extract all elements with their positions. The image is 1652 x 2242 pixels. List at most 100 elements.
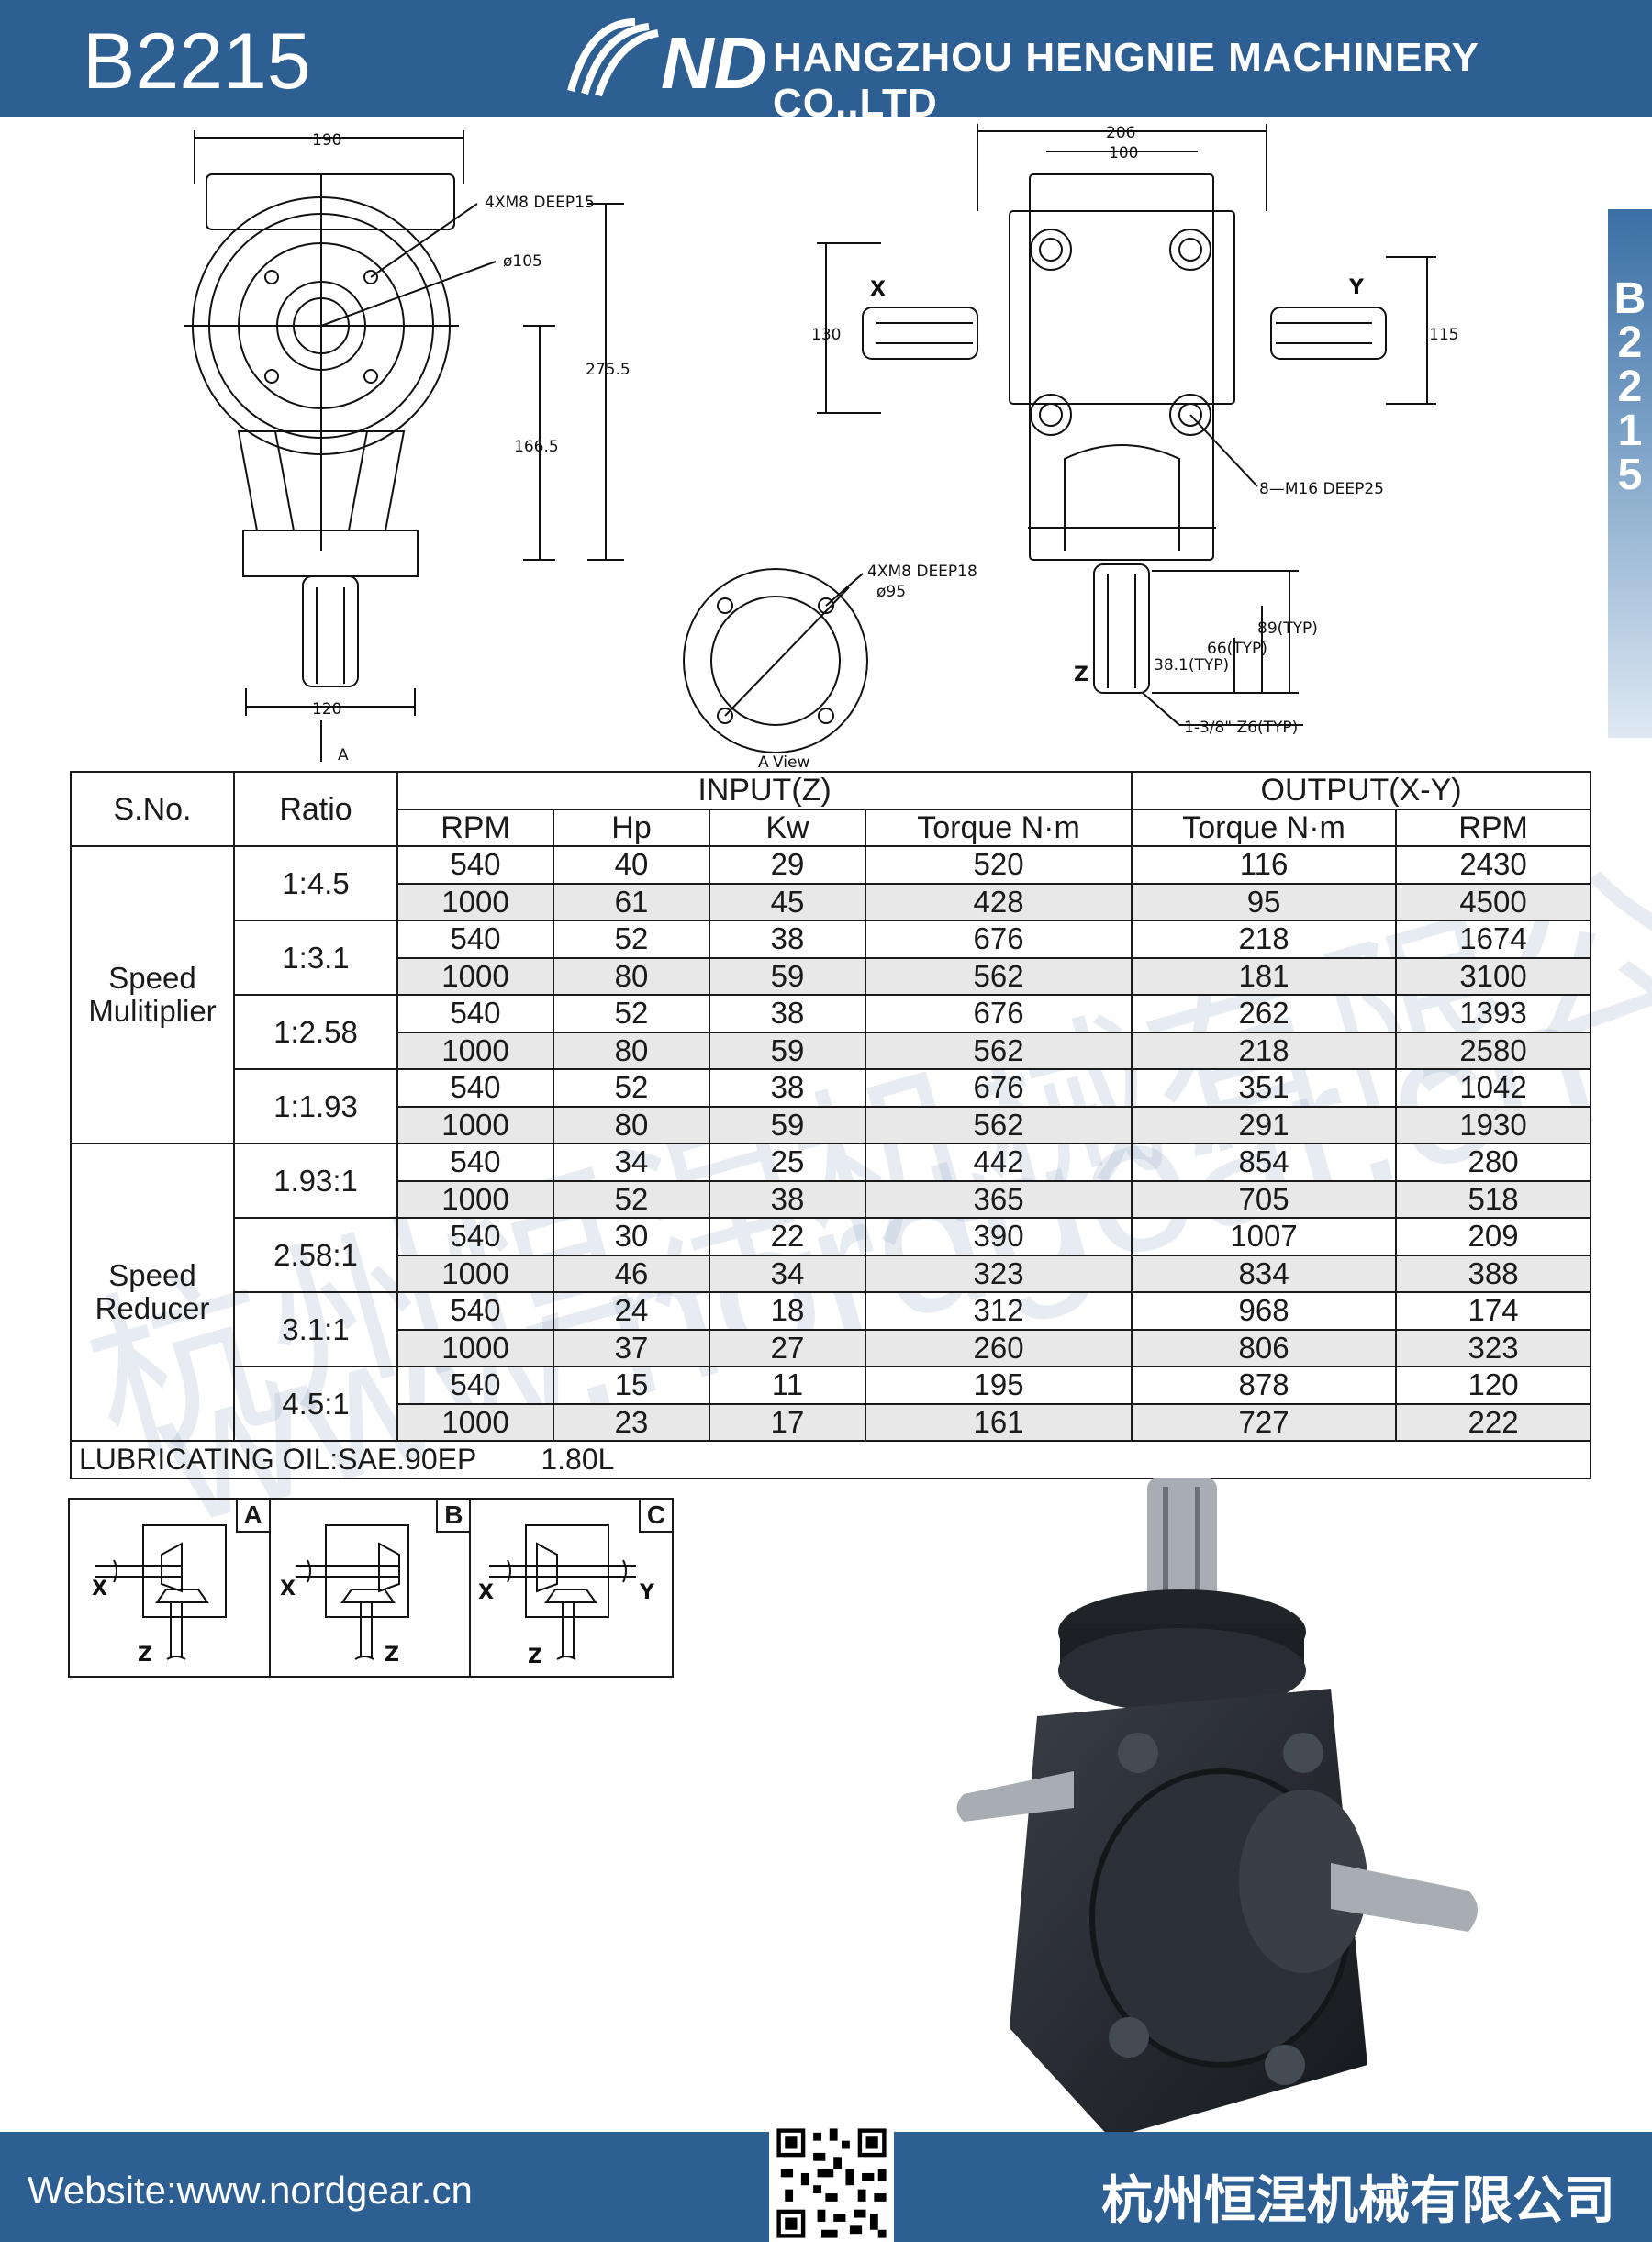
- cell-rpmout: 222: [1395, 1402, 1592, 1442]
- cell-tin: 428: [864, 882, 1133, 921]
- side-shaft-spec: 1-3/8" Z6(TYP): [1184, 719, 1298, 737]
- gearbox-photo: [956, 1478, 1478, 2138]
- cell-rpm: 1000: [396, 1328, 554, 1367]
- cell-kw: 18: [709, 1291, 866, 1331]
- cell-tout: 968: [1131, 1291, 1398, 1331]
- side-dim-left: 130: [811, 326, 841, 344]
- cell-tin: 442: [864, 1143, 1133, 1182]
- lubrication-text: LUBRICATING OIL:SAE.90EP: [79, 1443, 477, 1477]
- side-dim-89: 89(TYP): [1257, 619, 1318, 638]
- cell-rpm: 1000: [396, 1031, 554, 1070]
- group-cell: Speed Mulitiplier: [70, 845, 235, 1144]
- cell-rpmout: 280: [1395, 1143, 1592, 1182]
- cell-kw: 34: [709, 1254, 866, 1293]
- shaft-left: [956, 1771, 1074, 1822]
- layout-a-diagram: X Z: [92, 1524, 227, 1667]
- cell-rpm: 540: [396, 1068, 554, 1108]
- side-dim-inner: 100: [1109, 144, 1138, 162]
- cell-rpmout: 388: [1395, 1254, 1592, 1293]
- cell-hp: 23: [553, 1402, 710, 1442]
- header-hp: Hp: [553, 808, 710, 847]
- cell-rpmout: 518: [1395, 1179, 1592, 1219]
- company-name: HANGZHOU HENGNIE MACHINERY CO.,LTD: [773, 35, 1479, 126]
- cell-rpmout: 4500: [1395, 882, 1592, 921]
- side-tab-text: B2215: [1613, 274, 1646, 499]
- aview-callout-dia: ø95: [876, 583, 906, 601]
- cell-hp: 61: [553, 882, 710, 921]
- cell-hp: 46: [553, 1254, 710, 1293]
- cell-rpmout: 120: [1395, 1366, 1592, 1405]
- layout-label-z: Z: [385, 1644, 399, 1667]
- cell-rpmout: 2430: [1395, 845, 1592, 885]
- group-cell: Speed Reducer: [70, 1143, 235, 1442]
- qr-code-icon: [769, 2121, 894, 2242]
- front-callout-dia: ø105: [503, 252, 542, 271]
- aview-callout-holes: 4XM8 DEEP18: [867, 563, 977, 581]
- logo-text: ND: [661, 22, 767, 104]
- layout-label-z: Z: [528, 1645, 542, 1668]
- side-dim-total: 206: [1106, 124, 1135, 142]
- cell-tout: 727: [1131, 1402, 1398, 1442]
- cell-kw: 25: [709, 1143, 866, 1182]
- cell-kw: 22: [709, 1217, 866, 1256]
- cell-kw: 38: [709, 920, 866, 959]
- layout-label-x: X: [92, 1578, 107, 1601]
- cell-hp: 52: [553, 1068, 710, 1108]
- cell-tin: 195: [864, 1366, 1133, 1405]
- page-header: B2215 ND HANGZHOU HENGNIE MACHINERY CO.,…: [0, 0, 1652, 126]
- cell-tout: 181: [1131, 956, 1398, 996]
- layout-label-x: X: [280, 1578, 296, 1601]
- header-torque-out: Torque N·m: [1131, 808, 1398, 847]
- header-input: INPUT(Z): [396, 771, 1133, 810]
- company-logo: ND: [567, 18, 767, 104]
- cell-rpm: 1000: [396, 1179, 554, 1219]
- cell-hp: 34: [553, 1143, 710, 1182]
- cell-rpmout: 323: [1395, 1328, 1592, 1367]
- header-sno: S.No.: [70, 771, 235, 847]
- cell-tin: 365: [864, 1179, 1133, 1219]
- cell-tout: 1007: [1131, 1217, 1398, 1256]
- header-rpm-out: RPM: [1395, 808, 1592, 847]
- cell-rpmout: 174: [1395, 1291, 1592, 1331]
- cell-rpm: 540: [396, 920, 554, 959]
- cell-tout: 218: [1131, 1031, 1398, 1070]
- layout-label-x: X: [478, 1581, 494, 1604]
- layout-b: B X Z: [271, 1500, 472, 1676]
- cell-tout: 291: [1131, 1105, 1398, 1144]
- side-dim-38: 38.1(TYP): [1154, 656, 1229, 675]
- header-torque-in: Torque N·m: [864, 808, 1133, 847]
- specification-table: S.No. Ratio INPUT(Z) OUTPUT(X-Y) RPM Hp …: [69, 771, 1592, 1479]
- cell-tout: 878: [1131, 1366, 1398, 1405]
- cell-rpmout: 3100: [1395, 956, 1592, 996]
- cell-tin: 676: [864, 994, 1133, 1033]
- layout-tag: B: [436, 1500, 470, 1533]
- cell-tout: 116: [1131, 845, 1398, 885]
- cell-kw: 11: [709, 1366, 866, 1405]
- layout-c-diagram: X Y Z: [478, 1524, 655, 1668]
- ratio-cell: 1.93:1: [233, 1143, 398, 1219]
- front-dim-shaft: 166.5: [514, 438, 559, 456]
- cell-rpm: 1000: [396, 1105, 554, 1144]
- cell-hp: 52: [553, 994, 710, 1033]
- cell-rpm: 540: [396, 1366, 554, 1405]
- cell-tin: 520: [864, 845, 1133, 885]
- layout-b-diagram: X Z: [280, 1524, 409, 1667]
- header-ratio: Ratio: [233, 771, 398, 847]
- cell-hp: 52: [553, 1179, 710, 1219]
- website-text: Website:www.nordgear.cn: [28, 2169, 473, 2212]
- technical-drawings: 190 4XM8 DEEP15 ø105 275.5 166.5 120 A 2…: [184, 124, 1458, 771]
- cell-rpm: 540: [396, 845, 554, 885]
- cell-rpmout: 1393: [1395, 994, 1592, 1033]
- cell-tout: 218: [1131, 920, 1398, 959]
- side-dim-right: 115: [1429, 326, 1458, 344]
- cell-hp: 80: [553, 1031, 710, 1070]
- ratio-cell: 4.5:1: [233, 1366, 398, 1442]
- header-rpm: RPM: [396, 808, 554, 847]
- company-name-cn: 杭州恒涅机械有限公司: [1101, 2171, 1615, 2231]
